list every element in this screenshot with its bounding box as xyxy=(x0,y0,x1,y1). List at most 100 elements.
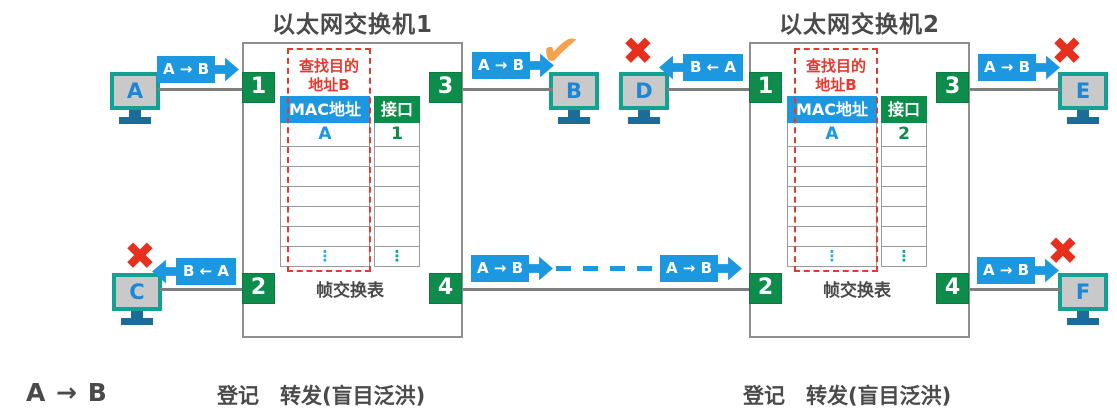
table-empty-cell xyxy=(881,187,927,207)
frame-a-to-b: A → B xyxy=(471,255,529,282)
table-empty-cell xyxy=(881,227,927,247)
frame-a-to-b: A → B xyxy=(977,257,1035,284)
link-switch1-switch2 xyxy=(463,288,750,291)
footer-note-switch2: 登记 转发(盲目泛洪) xyxy=(743,384,952,408)
switch1-mac-column: MAC地址 A ⋮ xyxy=(280,96,370,267)
switch1-port-3: 3 xyxy=(429,72,462,103)
monitor-base xyxy=(1067,318,1099,325)
cross-icon: ✖ xyxy=(1047,229,1079,273)
switch1-port-1: 1 xyxy=(242,72,275,103)
switch2-port-column: 接口 2 ⋮ xyxy=(881,96,927,267)
footer-note-switch1: 登记 转发(盲目泛洪) xyxy=(217,384,426,408)
footer-flow-label: A → B xyxy=(26,378,108,407)
host-b-label: B xyxy=(565,78,582,103)
switch2-table-caption: 帧交换表 xyxy=(823,281,891,301)
table-empty-cell xyxy=(374,187,420,207)
switch2-port-1: 1 xyxy=(749,72,782,103)
host-b: B xyxy=(549,72,599,124)
switch1-port-column: 接口 1 ⋮ xyxy=(374,96,420,267)
host-e: E xyxy=(1058,72,1108,124)
host-a: A xyxy=(110,72,160,124)
switch2-mac-header: MAC地址 xyxy=(787,96,877,123)
switch2-mac-row-a: A xyxy=(787,123,877,147)
arrow-right-icon xyxy=(215,57,239,82)
frame-b-from-a: B ← A xyxy=(683,54,743,81)
switch1-interface-header: 接口 xyxy=(374,96,420,123)
switch2-port-4: 4 xyxy=(936,273,969,304)
monitor-base xyxy=(1067,117,1099,124)
switch2-interface-ellipsis: ⋮ xyxy=(881,247,927,267)
cross-icon: ✖ xyxy=(622,29,654,73)
monitor-icon: E xyxy=(1058,72,1108,110)
host-d-label: D xyxy=(635,78,653,103)
monitor-stand xyxy=(568,110,580,117)
monitor-stand xyxy=(131,311,143,318)
monitor-stand xyxy=(638,110,650,117)
host-e-label: E xyxy=(1075,78,1091,103)
link-switch2-hoste xyxy=(970,88,1060,91)
cross-icon: ✖ xyxy=(124,234,156,278)
table-empty-cell xyxy=(280,227,370,247)
frame-a-to-b: A → B xyxy=(978,54,1036,81)
host-c: C xyxy=(112,273,162,325)
host-a-label: A xyxy=(126,78,144,103)
link-hostc-switch1 xyxy=(160,288,244,291)
table-empty-cell xyxy=(787,187,877,207)
monitor-icon: D xyxy=(619,72,669,110)
link-switch1-hostb xyxy=(463,88,553,91)
switch1-interface-row-1: 1 xyxy=(374,123,420,147)
host-d: D xyxy=(619,72,669,124)
table-empty-cell xyxy=(881,207,927,227)
switch1-interface-ellipsis: ⋮ xyxy=(374,247,420,267)
arrow-right-icon xyxy=(529,256,553,281)
monitor-icon: F xyxy=(1058,273,1108,311)
switch1-port-2: 2 xyxy=(242,273,275,304)
table-empty-cell xyxy=(374,227,420,247)
switch2-port-2: 2 xyxy=(749,273,782,304)
monitor-stand xyxy=(1077,311,1089,318)
table-empty-cell xyxy=(881,167,927,187)
table-empty-cell xyxy=(280,147,370,167)
switch2-mac-column: MAC地址 A ⋮ xyxy=(787,96,877,267)
monitor-base xyxy=(121,318,153,325)
link-switch2-hostf xyxy=(970,288,1060,291)
monitor-stand xyxy=(1077,110,1089,117)
table-empty-cell xyxy=(280,187,370,207)
frame-a-to-b: A → B xyxy=(157,56,215,83)
switch2-interface-header: 接口 xyxy=(881,96,927,123)
switch1-title: 以太网交换机1 xyxy=(271,12,433,38)
table-empty-cell xyxy=(787,207,877,227)
switch2-box xyxy=(749,42,970,338)
switch1-mac-header: MAC地址 xyxy=(280,96,370,123)
check-icon: ✔ xyxy=(537,20,584,80)
host-f-label: F xyxy=(1075,279,1091,304)
frame-b-from-a: B ← A xyxy=(176,258,236,285)
link-hosta-switch1 xyxy=(158,88,244,91)
monitor-stand xyxy=(129,110,141,117)
monitor-icon: B xyxy=(549,72,599,110)
table-empty-cell xyxy=(787,147,877,167)
flood-dashed-line xyxy=(556,266,656,271)
switch2-mac-ellipsis: ⋮ xyxy=(787,247,877,267)
switch2-title: 以太网交换机2 xyxy=(778,12,940,38)
cross-icon: ✖ xyxy=(1051,29,1083,73)
switch2-port-3: 3 xyxy=(936,72,969,103)
arrow-right-icon xyxy=(718,256,742,281)
monitor-base xyxy=(558,117,590,124)
monitor-icon: C xyxy=(112,273,162,311)
switch1-mac-row-a: A xyxy=(280,123,370,147)
link-hostd-switch2 xyxy=(667,88,751,91)
table-empty-cell xyxy=(280,207,370,227)
monitor-icon: A xyxy=(110,72,160,110)
host-c-label: C xyxy=(129,279,145,304)
table-empty-cell xyxy=(374,167,420,187)
frame-a-to-b: A → B xyxy=(472,52,530,79)
table-empty-cell xyxy=(881,147,927,167)
table-empty-cell xyxy=(787,227,877,247)
host-f: F xyxy=(1058,273,1108,325)
table-empty-cell xyxy=(280,167,370,187)
table-empty-cell xyxy=(787,167,877,187)
switch1-mac-ellipsis: ⋮ xyxy=(280,247,370,267)
frame-a-to-b: A → B xyxy=(660,255,718,282)
